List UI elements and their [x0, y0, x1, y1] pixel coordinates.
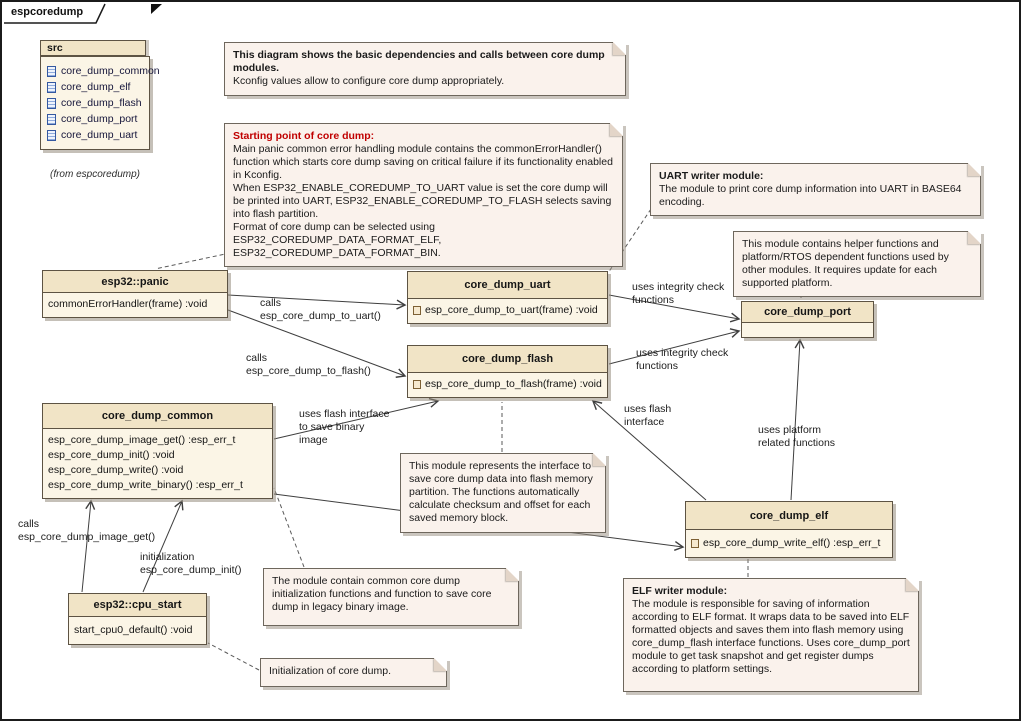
note-flash-interface-text: This module represents the interface to …: [409, 460, 593, 524]
class-core-dump-flash[interactable]: core_dump_flash esp_core_dump_to_flash(f…: [407, 345, 608, 398]
class-esp32-cpu-start[interactable]: esp32::cpu_start start_cpu0_default() :v…: [68, 593, 207, 645]
class-esp32-panic[interactable]: esp32::panic commonErrorHandler(frame) :…: [42, 270, 228, 318]
file-icon: [47, 81, 56, 93]
note-init-text: Initialization of core dump.: [269, 665, 391, 677]
package-name: src: [47, 42, 63, 54]
class-title: core_dump_elf: [686, 502, 892, 530]
edge-label-common-flash: uses flash interface to save binary imag…: [299, 408, 390, 446]
class-core-dump-common[interactable]: core_dump_common esp_core_dump_image_get…: [42, 403, 273, 499]
method-row: esp_core_dump_to_uart(frame) :void: [413, 303, 602, 318]
note-starting-para: When ESP32_ENABLE_COREDUMP_TO_UART value…: [233, 182, 612, 220]
class-title: core_dump_port: [742, 302, 873, 323]
class-core-dump-elf[interactable]: core_dump_elf esp_core_dump_write_elf() …: [685, 501, 893, 558]
note-starting-para: Format of core dump can be selected usin…: [233, 221, 442, 259]
note-port-helper[interactable]: This module contains helper functions an…: [733, 231, 981, 297]
method-icon: [413, 306, 421, 315]
file-icon: [47, 113, 56, 125]
package-file: core_dump_elf: [45, 79, 145, 95]
package-src-body[interactable]: core_dump_common core_dump_elf core_dump…: [40, 56, 160, 150]
edge-label-elf-flash: uses flash interface: [624, 403, 672, 428]
note-init[interactable]: Initialization of core dump.: [260, 658, 447, 687]
class-core-dump-port[interactable]: core_dump_port: [741, 301, 874, 338]
note-elf-writer-title: ELF writer module:: [632, 585, 728, 597]
edge-label-uart-port: uses integrity check functions: [632, 281, 725, 306]
method-row: esp_core_dump_image_get() :esp_err_t: [48, 434, 236, 446]
class-title: core_dump_common: [43, 404, 272, 429]
note-flash-interface[interactable]: This module represents the interface to …: [400, 453, 606, 533]
package-file: core_dump_port: [45, 111, 145, 127]
method-row: esp_core_dump_init() :void: [48, 449, 175, 461]
package-file: core_dump_common: [45, 63, 160, 79]
file-icon: [47, 129, 56, 141]
method-row: esp_core_dump_write_elf() :esp_err_t: [691, 536, 887, 551]
edge-label-flash-port: uses integrity check functions: [636, 347, 729, 372]
file-icon: [47, 97, 56, 109]
note-starting-point[interactable]: Starting point of core dump: Main panic …: [224, 123, 623, 267]
package-from-label: (from espcoredump): [49, 169, 141, 180]
note-uart-writer-text: The module to print core dump informatio…: [659, 183, 962, 208]
note-common-module[interactable]: The module contain common core dump init…: [263, 568, 519, 626]
class-core-dump-uart[interactable]: core_dump_uart esp_core_dump_to_uart(fra…: [407, 271, 608, 324]
edge-label-init: initialization esp_core_dump_init(): [140, 551, 242, 576]
edge-label-call-flash: calls esp_core_dump_to_flash(): [246, 352, 371, 377]
package-src-tab[interactable]: src: [40, 40, 146, 56]
method-row: commonErrorHandler(frame) :void: [48, 298, 208, 310]
note-overview-text: Kconfig values allow to configure core d…: [233, 75, 505, 87]
edge-label-elf-port: uses platform related functions: [758, 424, 836, 449]
package-file: core_dump_uart: [45, 127, 145, 143]
method-icon: [413, 380, 421, 389]
method-row: start_cpu0_default() :void: [74, 624, 193, 636]
note-overview-bold: This diagram shows the basic dependencie…: [233, 49, 605, 74]
class-title: esp32::panic: [43, 271, 227, 293]
note-starting-title: Starting point of core dump:: [233, 130, 375, 142]
note-starting-para: Main panic common error handling module …: [233, 143, 613, 181]
frame-title: espcoredump: [11, 6, 84, 18]
method-row: esp_core_dump_to_flash(frame) :void: [413, 377, 602, 392]
note-port-helper-text: This module contains helper functions an…: [742, 238, 949, 289]
method-row: esp_core_dump_write_binary() :esp_err_t: [48, 479, 243, 491]
note-elf-writer-text: The module is responsible for saving of …: [632, 598, 910, 675]
note-uart-writer[interactable]: UART writer module: The module to print …: [650, 163, 981, 216]
class-title: esp32::cpu_start: [69, 594, 206, 617]
class-title: core_dump_uart: [408, 272, 607, 299]
note-elf-writer[interactable]: ELF writer module: The module is respons…: [623, 578, 919, 692]
package-file: core_dump_flash: [45, 95, 145, 111]
edge-label-image-get: calls esp_core_dump_image_get(): [18, 518, 156, 543]
edge-label-call-uart: calls esp_core_dump_to_uart(): [260, 297, 381, 322]
method-icon: [691, 539, 699, 548]
method-row: esp_core_dump_write() :void: [48, 464, 184, 476]
file-icon: [47, 65, 56, 77]
note-overview[interactable]: This diagram shows the basic dependencie…: [224, 42, 626, 96]
class-title: core_dump_flash: [408, 346, 607, 373]
note-common-module-text: The module contain common core dump init…: [272, 575, 492, 613]
note-uart-writer-title: UART writer module:: [659, 170, 764, 182]
